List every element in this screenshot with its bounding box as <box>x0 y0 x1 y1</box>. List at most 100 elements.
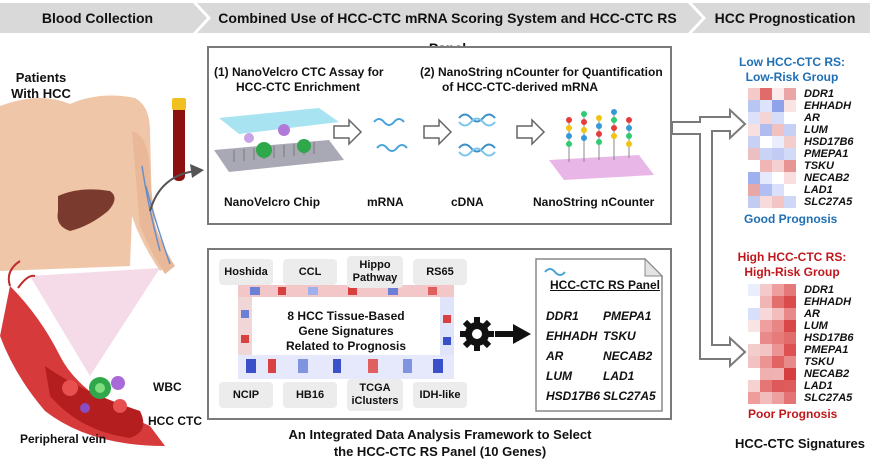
heatmap-cell <box>748 320 760 332</box>
banner-combined-use <box>197 3 702 33</box>
curved-arrow <box>149 170 196 212</box>
panel-dna-icon <box>544 268 566 276</box>
gene-label: SLC27A5 <box>804 196 853 208</box>
heatmap-cell <box>784 356 796 368</box>
low-title-line2: Low-Risk Group <box>745 70 839 84</box>
heatmap-cell <box>760 160 772 172</box>
heatmap-cell <box>784 124 796 136</box>
heatmap-cell <box>748 88 760 100</box>
gear-icon <box>460 317 494 351</box>
heatmap-cell <box>760 172 772 184</box>
panel-genes-right: PMEPA1 TSKU NECAB2 LAD1 SLC27A5 <box>603 306 656 406</box>
sig-hippo: Hippo Pathway <box>347 256 403 288</box>
arrow-to-panel-icon <box>495 324 531 344</box>
heatmap-cell <box>760 308 772 320</box>
torso-shape <box>0 95 170 271</box>
heatmap-cell <box>760 196 772 208</box>
sig-hippo-line1: Hippo <box>359 259 391 271</box>
ncounter-label: NanoString nCounter <box>533 195 655 209</box>
high-risk-heatmap <box>748 284 796 404</box>
heatmap-cell <box>772 184 784 196</box>
center-line1: 8 HCC Tissue-Based <box>287 309 405 323</box>
stage1-title: Blood Collection <box>41 10 154 26</box>
cdna-strand <box>458 147 496 157</box>
patients-label: Patients With HCC <box>6 70 76 102</box>
step2-line2: of HCC-CTC-derived mRNA <box>442 80 598 94</box>
stage-banners <box>0 3 870 33</box>
mrna-label: mRNA <box>367 195 404 209</box>
vein-label: Peripheral vein <box>20 432 107 446</box>
low-risk-genes: DDR1 EHHADH AR LUM HSD17B6 PMEPA1 TSKU N… <box>804 88 854 208</box>
sig-hippo-line2: Pathway <box>352 272 398 284</box>
gene-label: DDR1 <box>804 284 834 296</box>
high-risk-title: High HCC-CTC RS: High-Risk Group <box>732 250 852 280</box>
panel-gene: SLC27A5 <box>603 389 656 403</box>
heatmap-cell <box>784 344 796 356</box>
banner-prognostication <box>692 3 870 33</box>
heatmap-side-strips <box>238 297 454 355</box>
gene-label: EHHADH <box>804 296 852 308</box>
heatmap-cell <box>748 100 760 112</box>
vessel-lumen <box>45 366 144 438</box>
arm-veins <box>141 165 171 265</box>
sig-tcga: TCGA iClusters <box>347 379 403 411</box>
low-risk-heatmap <box>748 88 796 208</box>
heatmap-cell <box>784 296 796 308</box>
gene-label: LAD1 <box>804 184 833 196</box>
ncounter-surface <box>549 155 654 180</box>
cdna-strand <box>458 143 496 153</box>
heatmap-cell <box>760 344 772 356</box>
heatmap-cell <box>760 284 772 296</box>
stage3-title: HCC Prognostication <box>714 10 856 26</box>
gene-label: LAD1 <box>804 380 833 392</box>
patients-line2: With HCC <box>11 86 71 101</box>
connector-outline <box>671 107 747 369</box>
gene-label: HSD17B6 <box>804 332 854 344</box>
heatmap-cell <box>784 136 796 148</box>
heatmap-cell <box>784 392 796 404</box>
heatmap-cell <box>772 308 784 320</box>
arrow-cdna-to-ncounter <box>516 118 546 146</box>
heatmap-cell <box>772 320 784 332</box>
gene-label: PMEPA1 <box>804 148 849 160</box>
step1-text: (1) NanoVelcro CTC Assay for HCC-CTC Enr… <box>214 65 384 95</box>
panel-gene: EHHADH <box>546 329 598 343</box>
heatmap-cell <box>748 148 760 160</box>
heatmap-cell <box>748 136 760 148</box>
gene-label: AR <box>804 308 820 320</box>
heatmap-cell <box>748 296 760 308</box>
panel-document <box>535 258 663 412</box>
vessel-shape <box>0 286 165 446</box>
panel-gene: HSD17B6 <box>546 389 601 403</box>
heatmap-cell <box>748 284 760 296</box>
arrow-chip-to-mrna <box>333 118 363 146</box>
gene-label: NECAB2 <box>804 172 850 184</box>
heatmap-cell <box>760 296 772 308</box>
blood-tube-cap <box>172 98 186 110</box>
signatures-footer: HCC-CTC Signatures <box>735 436 866 451</box>
cdna-strand <box>458 113 496 123</box>
good-prognosis-label: Good Prognosis <box>744 212 838 226</box>
heatmap-cell <box>784 100 796 112</box>
caption-line1: An Integrated Data Analysis Framework to… <box>288 427 592 442</box>
sig-hb16: HB16 <box>283 382 337 408</box>
chip-wbc-cell <box>244 133 254 143</box>
panel-gene: LAD1 <box>603 369 635 383</box>
heatmap-cell <box>760 332 772 344</box>
heatmap-cell <box>784 88 796 100</box>
heatmap-cell <box>748 196 760 208</box>
gene-label: LUM <box>804 124 828 136</box>
step1-line1: (1) NanoVelcro CTC Assay for <box>214 65 384 79</box>
step2-text: (2) NanoString nCounter for Quantificati… <box>420 65 663 95</box>
chip-label: NanoVelcro Chip <box>224 195 321 209</box>
stage2-title: Combined Use of HCC-CTC mRNA Scoring Sys… <box>218 10 677 56</box>
poor-prognosis-label: Poor Prognosis <box>748 407 838 421</box>
gene-label: SLC27A5 <box>804 392 853 404</box>
heatmap-cell <box>772 136 784 148</box>
heatmap-cell <box>772 284 784 296</box>
sig-ccl: CCL <box>283 259 337 285</box>
cdna-strand <box>458 117 496 127</box>
center-line3: Related to Prognosis <box>285 339 407 353</box>
heatmap-cell <box>748 392 760 404</box>
gene-label: PMEPA1 <box>804 344 849 356</box>
